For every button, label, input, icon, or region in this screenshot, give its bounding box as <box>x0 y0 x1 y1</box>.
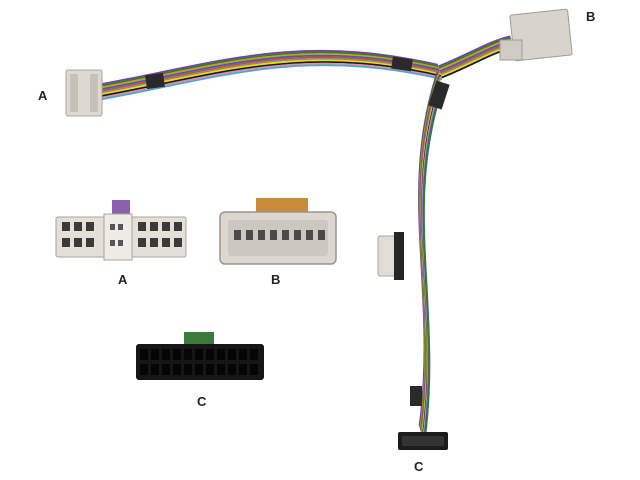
top-bundle-wire <box>99 54 440 91</box>
harness-connector-c <box>398 432 448 450</box>
pin-cavity <box>74 238 82 247</box>
pin-cavity <box>217 364 225 375</box>
pin-cavity <box>138 222 146 231</box>
pin-cavity <box>138 238 146 247</box>
pin-cavity <box>151 349 159 360</box>
top-bundle-wire <box>97 49 439 86</box>
tape-wraps <box>145 56 450 406</box>
top-bundle-wire <box>98 53 440 89</box>
b-branch-wire <box>437 35 511 68</box>
harness-connector-b <box>499 8 573 62</box>
harness-label-a: A <box>38 88 48 103</box>
trunk-wire <box>423 87 444 443</box>
pin-cavity <box>239 364 247 375</box>
pin-cavity <box>239 349 247 360</box>
connector-label-c: C <box>197 394 207 409</box>
pin-cavity <box>62 238 70 247</box>
top-bundle-wire <box>101 61 442 97</box>
pin-cavity <box>86 222 94 231</box>
detail-connector-c <box>136 332 264 380</box>
harness-label-c: C <box>414 459 424 474</box>
pin-cavity <box>234 230 241 240</box>
pin-cavity <box>174 238 182 247</box>
pin-cavity <box>282 230 289 240</box>
detail-connector-a <box>55 200 187 261</box>
pin-cavity <box>162 238 170 247</box>
pin-cavity <box>294 230 301 240</box>
pin-cavity <box>258 230 265 240</box>
pin-cavity <box>110 224 115 230</box>
inline-connector <box>377 232 404 280</box>
top-bundle-wire <box>101 64 443 101</box>
pin-cavity <box>162 222 170 231</box>
pin-cavity <box>150 222 158 231</box>
connector-label-a: A <box>118 272 128 287</box>
pin-cavity <box>270 230 277 240</box>
pin-cavity <box>246 230 253 240</box>
pin-cavity <box>174 222 182 231</box>
pin-cavity <box>151 364 159 375</box>
pin-cavity <box>162 364 170 375</box>
pin-cavity <box>118 240 123 246</box>
pin-cavity <box>74 222 82 231</box>
top-bundle-wire <box>100 59 441 96</box>
pin-cavity <box>173 349 181 360</box>
pin-cavity <box>118 224 123 230</box>
top-bundle-wire <box>100 57 441 94</box>
pin-cavity <box>62 222 70 231</box>
pin-cavity <box>318 230 325 240</box>
pin-cavity <box>184 364 192 375</box>
harness-connector-a <box>65 69 103 117</box>
top-bundle-wire <box>98 51 439 88</box>
top-bundle-wire <box>99 56 440 93</box>
connector-label-b: B <box>271 272 281 287</box>
pin-cavity <box>250 364 258 375</box>
pin-cavity <box>306 230 313 240</box>
b-branch-wire <box>438 37 511 69</box>
pin-cavity <box>140 349 148 360</box>
pin-cavity <box>140 364 148 375</box>
detail-connector-c-pins <box>140 349 258 375</box>
pin-cavity <box>228 349 236 360</box>
pin-cavity <box>110 240 115 246</box>
pin-cavity <box>195 364 203 375</box>
pin-cavity <box>206 349 214 360</box>
detail-connector-b-pins <box>234 230 325 240</box>
pin-cavity <box>162 349 170 360</box>
pin-cavity <box>250 349 258 360</box>
pin-cavity <box>86 238 94 247</box>
pin-cavity <box>150 238 158 247</box>
pin-cavity <box>206 364 214 375</box>
detail-connector-a-pins <box>62 222 182 247</box>
pin-cavity <box>195 349 203 360</box>
pin-cavity <box>228 364 236 375</box>
detail-connector-b <box>219 198 337 265</box>
pin-cavity <box>173 364 181 375</box>
harness-label-b: B <box>586 9 596 24</box>
pin-cavity <box>184 349 192 360</box>
pin-cavity <box>217 349 225 360</box>
